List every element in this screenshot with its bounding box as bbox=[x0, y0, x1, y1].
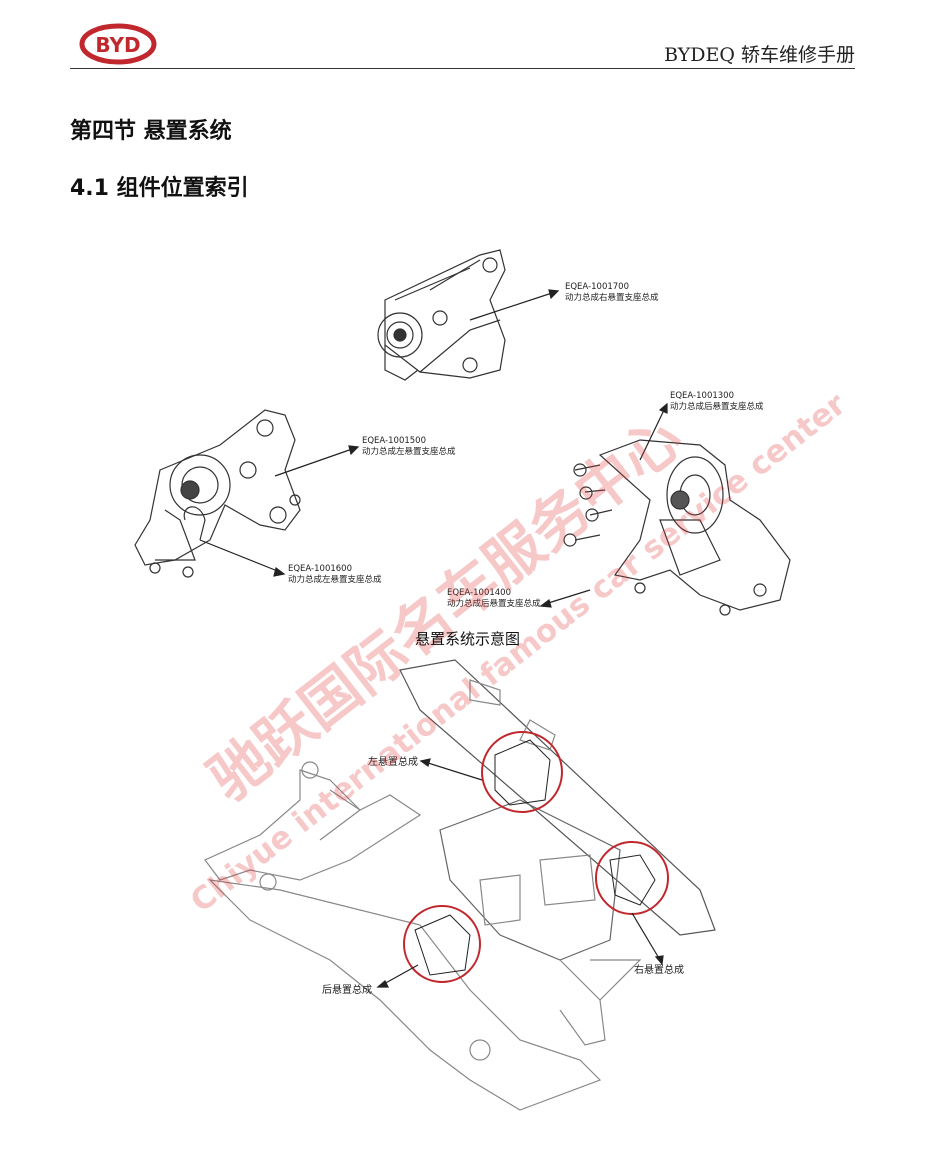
part-code-1001500: EQEA-1001500 bbox=[362, 436, 426, 446]
figure-caption: 悬置系统示意图 bbox=[414, 630, 520, 648]
manual-title: BYDEQ 轿车维修手册 bbox=[664, 44, 855, 66]
part-name-1001500: 动力总成左悬置支座总成 bbox=[362, 446, 456, 457]
part-code-1001400: EQEA-1001400 bbox=[447, 588, 511, 598]
byd-logo: BYD bbox=[79, 23, 157, 65]
label-rear-assembly: 后悬置总成 bbox=[322, 983, 372, 996]
watermark-en: Chiyue international famous car service … bbox=[184, 386, 853, 920]
logo-text: BYD bbox=[95, 33, 140, 57]
leader-lines bbox=[199, 289, 668, 988]
right-mount-drawing bbox=[377, 249, 506, 381]
part-code-1001300: EQEA-1001300 bbox=[670, 391, 734, 401]
left-mount-drawing bbox=[134, 409, 301, 578]
circled-parts bbox=[414, 739, 656, 976]
rear-mount-drawing bbox=[563, 439, 791, 616]
part-code-1001700: EQEA-1001700 bbox=[565, 282, 629, 292]
page-header: BYD BYDEQ 轿车维修手册 bbox=[70, 18, 855, 69]
label-left-assembly: 左悬置总成 bbox=[368, 755, 418, 768]
part-name-1001600: 动力总成左悬置支座总成 bbox=[288, 574, 382, 585]
part-name-1001400: 动力总成后悬置支座总成 bbox=[447, 598, 541, 609]
part-code-1001600: EQEA-1001600 bbox=[288, 564, 352, 574]
part-name-1001300: 动力总成后悬置支座总成 bbox=[670, 401, 764, 412]
label-right-assembly: 右悬置总成 bbox=[634, 963, 684, 976]
subframe-drawing bbox=[204, 659, 716, 1111]
part-name-1001700: 动力总成右悬置支座总成 bbox=[565, 292, 659, 303]
section-title: 第四节 悬置系统 bbox=[70, 119, 232, 144]
subsection-title: 4.1 组件位置索引 bbox=[70, 176, 249, 201]
left-mount-circle bbox=[481, 731, 563, 813]
rear-mount-circle bbox=[403, 905, 481, 983]
watermark-cn: 驰跃国际名车服务中心 bbox=[196, 403, 695, 814]
right-mount-circle bbox=[595, 841, 669, 915]
